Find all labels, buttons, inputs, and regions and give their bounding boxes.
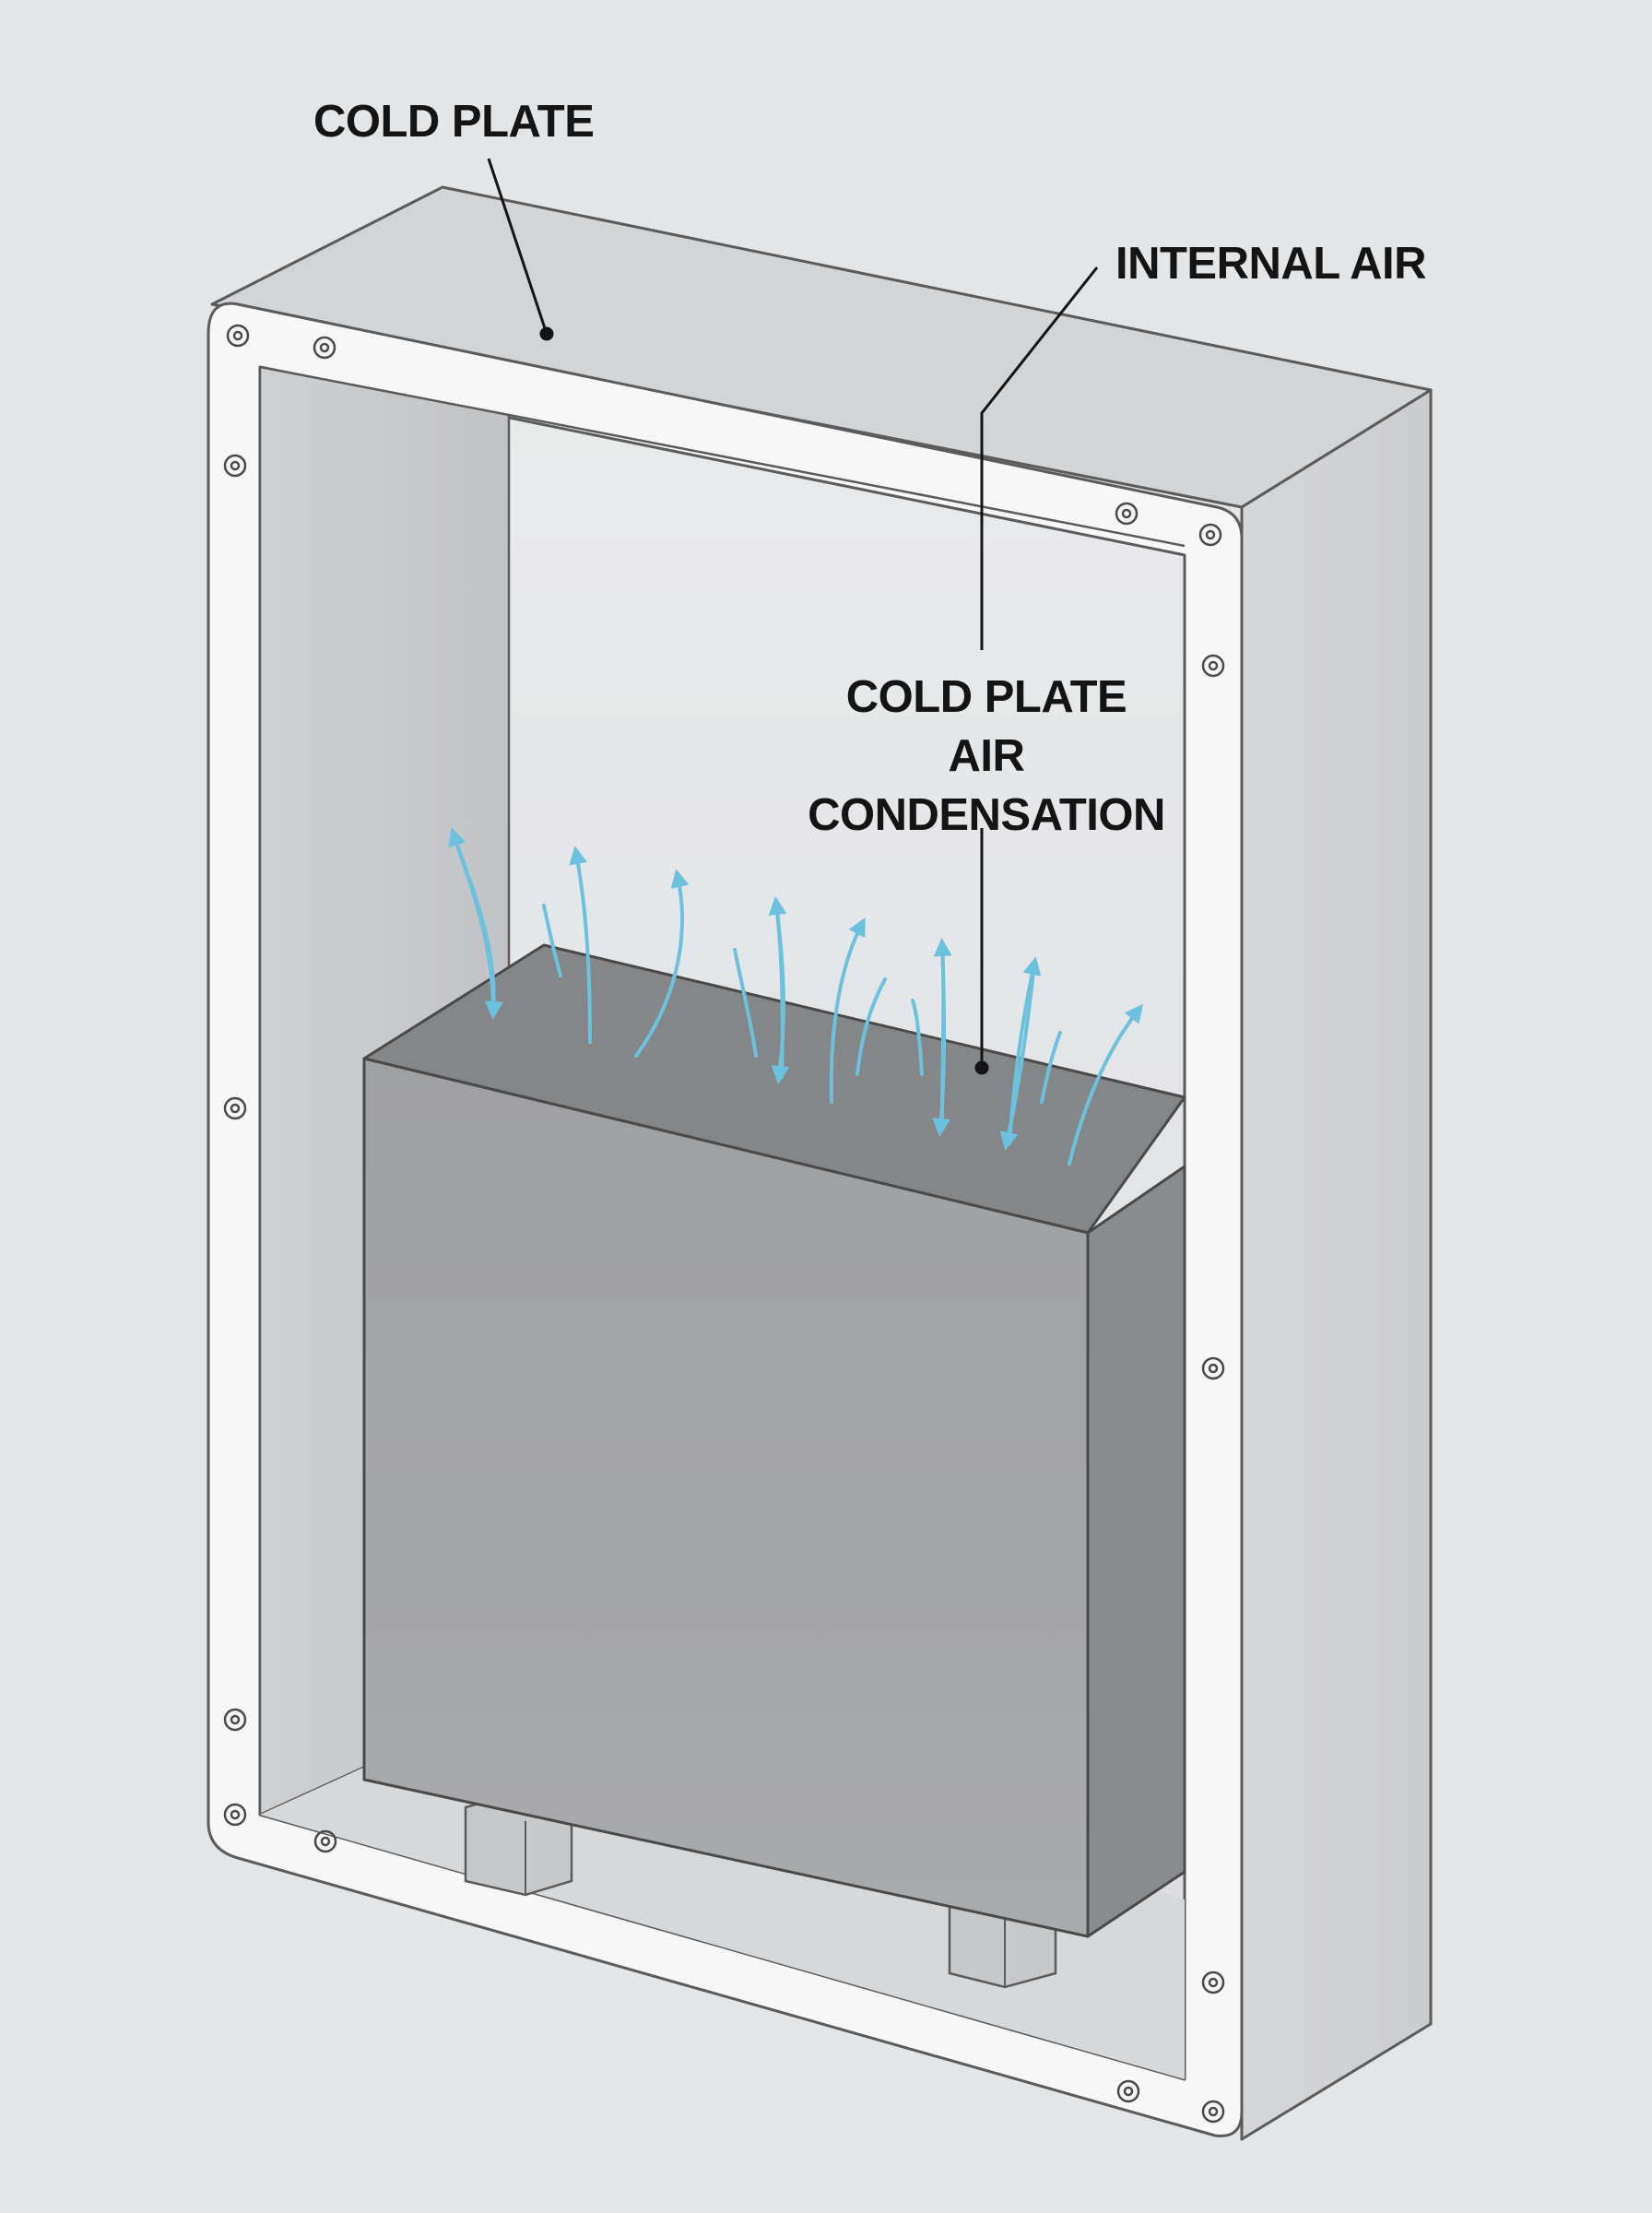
screw-icon xyxy=(223,1096,247,1120)
screw-icon xyxy=(1201,654,1225,678)
leader-cold-plate xyxy=(487,158,549,335)
block-right-side xyxy=(1086,1165,1186,1938)
screw-icon xyxy=(223,454,247,478)
airflow-arrow xyxy=(829,917,866,1104)
airflow-arrows xyxy=(448,827,1143,1166)
enclosure-right-side xyxy=(1240,388,1433,2141)
airflow-arrow xyxy=(1068,1003,1143,1166)
airflow-arrow xyxy=(634,869,690,1058)
airflow-arrow xyxy=(771,902,790,1084)
screw-icon xyxy=(223,1803,247,1827)
leader-lines xyxy=(487,158,1099,1075)
airflow-arrow xyxy=(911,999,924,1076)
screw-icon xyxy=(1116,2079,1140,2103)
screw-icon xyxy=(226,324,250,348)
label-cold-plate: COLD PLATE xyxy=(313,97,595,147)
block-front xyxy=(362,1057,1090,1938)
airflow-arrow xyxy=(856,977,887,1076)
label-line-cold-plate: COLD PLATE xyxy=(845,672,1127,722)
airflow-arrow xyxy=(999,962,1036,1151)
label-line-condensation: CONDENSATION xyxy=(808,790,1165,840)
airflow-arrow xyxy=(569,846,592,1044)
airflow-arrow xyxy=(452,833,503,1020)
screw-icon xyxy=(1198,523,1222,547)
airflow-arrow xyxy=(733,948,758,1058)
frame-screws xyxy=(223,324,1225,2124)
leader-internal-air xyxy=(980,266,1099,650)
screw-icon xyxy=(1115,502,1139,526)
airflow-arrow xyxy=(932,943,951,1137)
label-internal-air: INTERNAL AIR xyxy=(1115,239,1427,289)
label-line-air: AIR xyxy=(948,731,1025,781)
screw-icon xyxy=(313,336,336,360)
screw-icon xyxy=(313,1829,337,1853)
label-condensation-stack: COLD PLATE AIR CONDENSATION xyxy=(784,668,1189,845)
interior-top-edge xyxy=(508,413,1186,548)
screw-icon xyxy=(1201,1970,1225,1994)
airflow-arrow xyxy=(1040,1031,1062,1104)
screw-icon xyxy=(223,1708,247,1732)
leader-dot xyxy=(974,1060,989,1075)
airflow-arrow xyxy=(542,904,562,977)
screw-icon xyxy=(1201,1356,1225,1380)
screw-icon xyxy=(1201,2100,1225,2124)
leader-dot xyxy=(539,326,554,341)
